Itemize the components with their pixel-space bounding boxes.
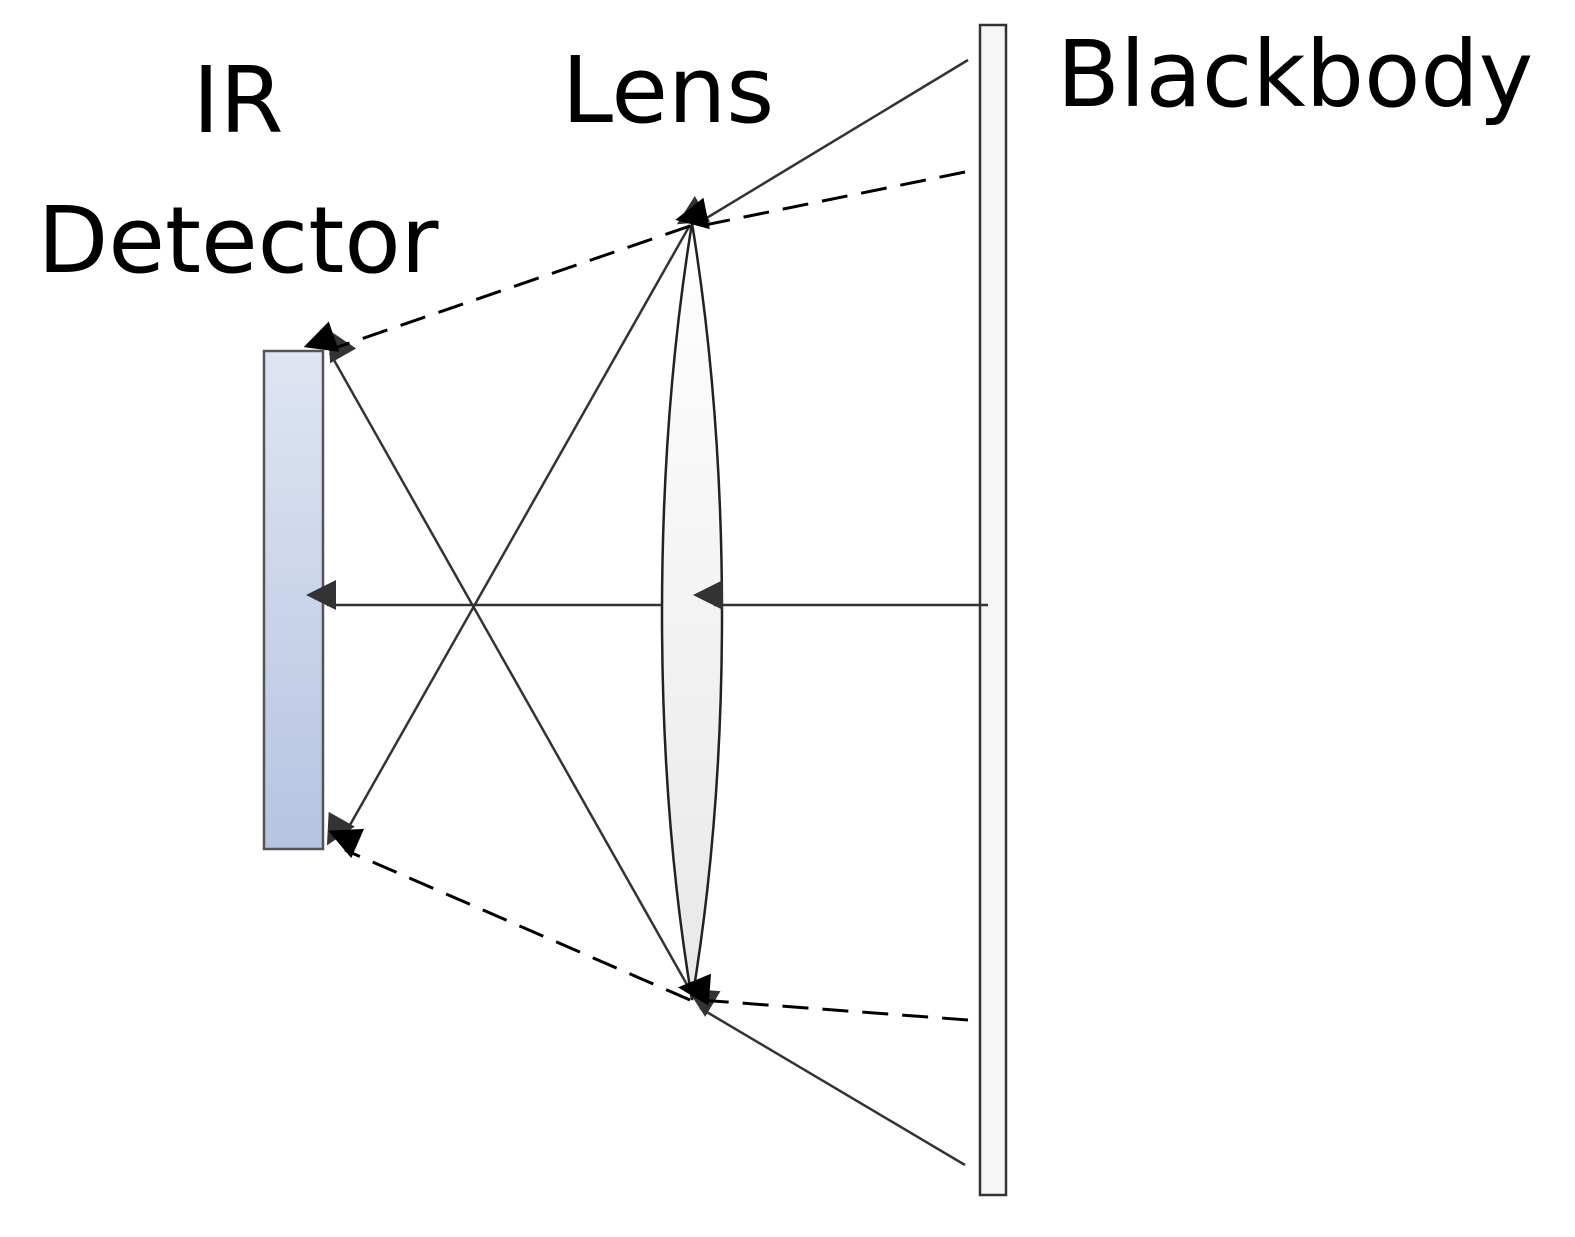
- blackbody-label: Blackbody: [1057, 21, 1533, 128]
- dashed-ray-top-to-detector: [303, 224, 691, 352]
- dashed-ray-top-incoming: [675, 170, 966, 230]
- ir-detector-plate: [262, 349, 325, 851]
- lens-shape: [660, 222, 724, 1001]
- ray-top-incoming: [676, 58, 969, 225]
- dashed-ray-bottom-incoming: [677, 973, 969, 1022]
- ray-top-to-detector-bottom: [326, 224, 692, 846]
- ray-bottom-to-detector-top: [328, 329, 692, 991]
- lens-label: Lens: [562, 37, 774, 144]
- dashed-ray-bottom-to-detector: [328, 828, 691, 1002]
- ir-label: IR: [192, 47, 283, 154]
- blackbody-plate: [978, 23, 1008, 1197]
- detector-label: Detector: [38, 187, 439, 294]
- ray-bottom-incoming: [687, 988, 966, 1167]
